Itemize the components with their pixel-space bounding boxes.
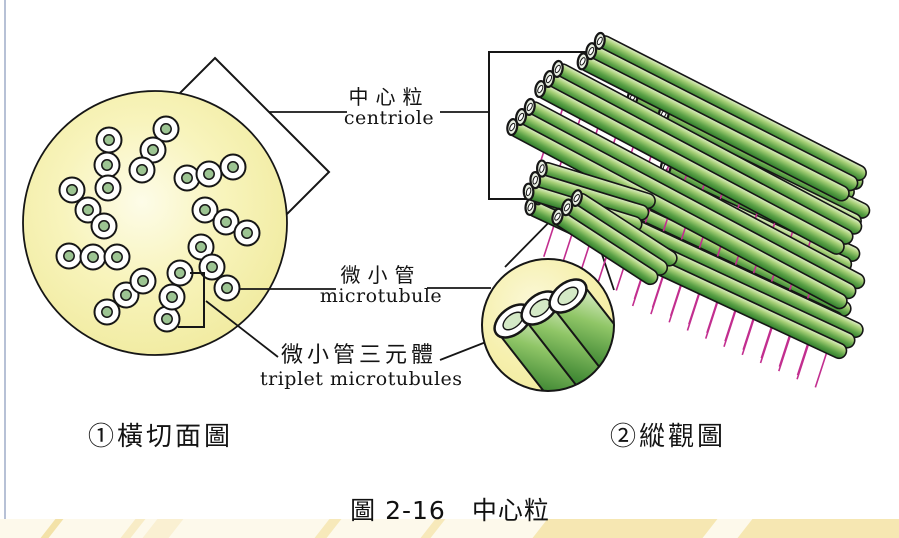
microtubule-label-en: microtubule [319,285,443,308]
centriole-label-en: centriole [343,107,435,130]
microtubule-cross-section [166,259,194,287]
triplet-line-right [439,341,487,361]
microtubule-cross-section [195,160,223,188]
bottom-decoration [0,519,899,538]
microtubule-label-zh: 微小管 [340,263,422,287]
band-shape [40,519,64,538]
triplet-line-left [205,300,279,358]
microtubule-cross-section [187,233,215,261]
microtubule-label: 微小管 microtubule [316,264,446,308]
microtubule-cross-section [94,174,122,202]
microtubule-cross-section [95,126,123,154]
centriole-label-zh: 中心粒 [348,85,430,109]
centriole-label: 中心粒 centriole [330,86,448,130]
microtubule-cross-section [74,196,102,224]
centriole-bracket [488,51,607,200]
microtubule-cross-section [152,115,180,143]
band-shape [142,519,184,538]
microtubule-cross-section [93,151,121,179]
left-border-line [4,0,6,528]
microtubule-cross-section [153,305,181,333]
microtubule-cross-section [173,164,201,192]
microtubule-cross-section [158,283,186,311]
microtubule-triplets [55,115,261,333]
microtubule-cross-section [233,219,261,247]
microtubule-triplet-bundle [576,31,867,202]
microtubule-cross-section [129,267,157,295]
magnified-tube [548,278,614,391]
microtubule-cross-section [55,242,83,270]
microtubule-triplet-bundle [551,189,678,286]
triplet-label-zh: 微小管三元體 [280,343,437,368]
microtubule-cross-section [219,153,247,181]
figure-caption: 圖 2-16 中心粒 [350,496,550,525]
pink-linker-lattice [631,267,829,388]
triplet-microtubules-label: 微小管三元體 triplet microtubules [260,343,463,390]
microtubule-cross-section [58,176,86,204]
microtubule-cross-section [103,243,131,271]
panel2-caption: ②縱觀圖 [610,422,727,452]
microtubule-cross-section [128,156,156,184]
microtubule-cross-section [79,243,107,271]
microtubule-cross-section [93,298,121,326]
triplet-label-en: triplet microtubules [260,367,463,390]
panel1-caption: ①橫切面圖 [88,422,234,452]
centriole-longitudinal-view [506,31,871,388]
microtubule-triplet-bundle [506,97,866,310]
microtubule-cross-section [191,196,219,224]
band-shape [737,519,899,538]
magnified-triplet-circle [481,258,615,392]
microtubule-cross-section [213,274,241,302]
microtubule-cross-section [212,208,240,236]
band-shape [120,519,146,538]
microtubule-cross-section [198,253,226,281]
microtubule-triplet-bundle [534,59,863,255]
microtubule-cross-section [90,212,118,240]
magnified-tube [493,303,610,391]
triplet-bracket [178,272,205,328]
